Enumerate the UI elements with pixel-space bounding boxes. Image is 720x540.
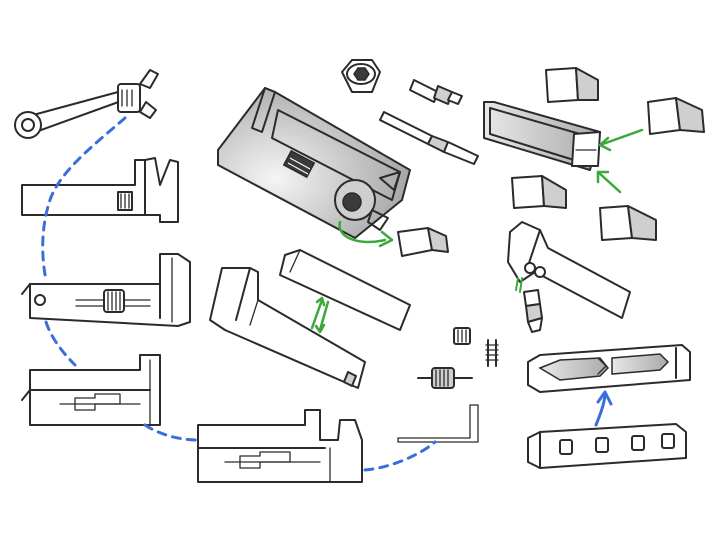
- wrench-body-stage-1: [21, 157, 179, 223]
- hex-bit-top-2: [647, 97, 705, 135]
- bit-holder-tool: [217, 87, 411, 239]
- wrench-body-stage-4: [197, 409, 363, 483]
- hex-bit-right-2: [599, 205, 657, 241]
- green-swap-arrows: [310, 296, 330, 334]
- wrench-body-stage-2: [21, 253, 191, 327]
- hex-bit-top-1: [545, 67, 599, 103]
- tray-insert-base: [527, 423, 687, 469]
- green-swap-arrows-small: [515, 277, 523, 293]
- angled-bit-holder: [507, 221, 631, 319]
- wrench-body-stage-3: [21, 354, 161, 426]
- spring-part: [485, 339, 499, 367]
- hex-bit-right-1: [511, 175, 567, 209]
- bit-clip-bar: [483, 101, 601, 171]
- green-arrow-bit-out: [338, 220, 394, 248]
- socket-nut-icon: [341, 59, 381, 93]
- slotted-bit-icon: [379, 111, 479, 165]
- flow-dashed-path: [41, 116, 437, 472]
- blue-arrow-up: [594, 390, 613, 427]
- adjustable-wrench-icon: [14, 69, 159, 139]
- slide-cover-base: [209, 267, 366, 389]
- thumb-wheel-part: [417, 367, 473, 389]
- small-block-part: [453, 327, 471, 345]
- phillips-bit-icon: [409, 79, 463, 105]
- small-bit-icon: [523, 289, 543, 333]
- green-arrows-into-clip: [596, 128, 644, 194]
- hex-key-icon: [397, 404, 479, 443]
- hex-bit-center: [397, 227, 449, 257]
- slide-cover-top: [279, 249, 411, 331]
- tray-assembled: [527, 344, 691, 393]
